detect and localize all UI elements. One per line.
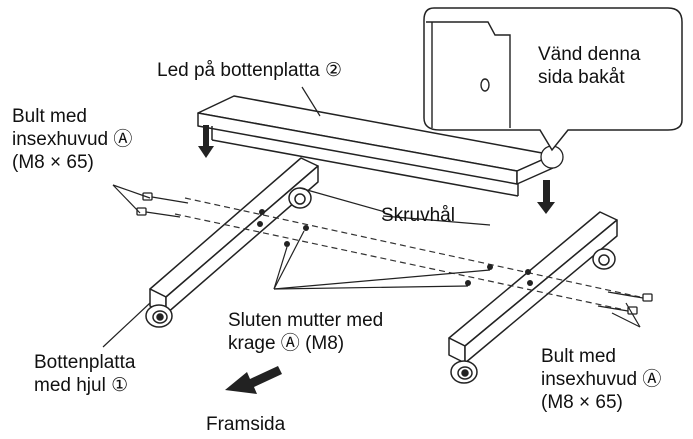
joint-bar-label-text: Led på bottenplatta ② [157, 60, 343, 81]
bolt-right-label: Bult med insexhuvud Ⓐ (M8 × 65) [541, 345, 661, 414]
front-label: Framsida [206, 413, 285, 436]
turn-side-line-1: Vänd denna [538, 44, 641, 65]
bolt-left-label: Bult med insexhuvud Ⓐ (M8 × 65) [12, 105, 132, 174]
screw-hole-label: Skruvhål [381, 204, 455, 227]
base-plate-line-1: Bottenplatta [34, 352, 136, 373]
base-plate-line-2: med hjul ① [34, 375, 129, 396]
joint-bar-label: Led på bottenplatta ② [157, 59, 342, 82]
detail-callout [423, 7, 683, 169]
turn-side-line-2: sida bakåt [538, 67, 625, 88]
bolt-right-line-2: insexhuvud Ⓐ [541, 369, 662, 390]
turn-side-label: Vänd denna sida bakåt [538, 43, 641, 89]
bolt-right-line-3: (M8 × 65) [541, 392, 623, 413]
bolt-right-line-1: Bult med [541, 346, 616, 367]
bolt-left-line-2: insexhuvud Ⓐ [12, 129, 133, 150]
bolt-left-line-1: Bult med [12, 106, 87, 127]
bolt-left-line-3: (M8 × 65) [12, 152, 94, 173]
left-base-leg [145, 157, 319, 328]
cap-nut-line-2: krage Ⓐ (M8) [228, 333, 345, 354]
cap-nut-label: Sluten mutter med krage Ⓐ (M8) [228, 309, 383, 355]
base-plate-label: Bottenplatta med hjul ① [34, 351, 135, 397]
screw-hole-text: Skruvhål [381, 205, 455, 226]
cap-nut-line-1: Sluten mutter med [228, 310, 384, 331]
front-label-text: Framsida [206, 414, 286, 435]
